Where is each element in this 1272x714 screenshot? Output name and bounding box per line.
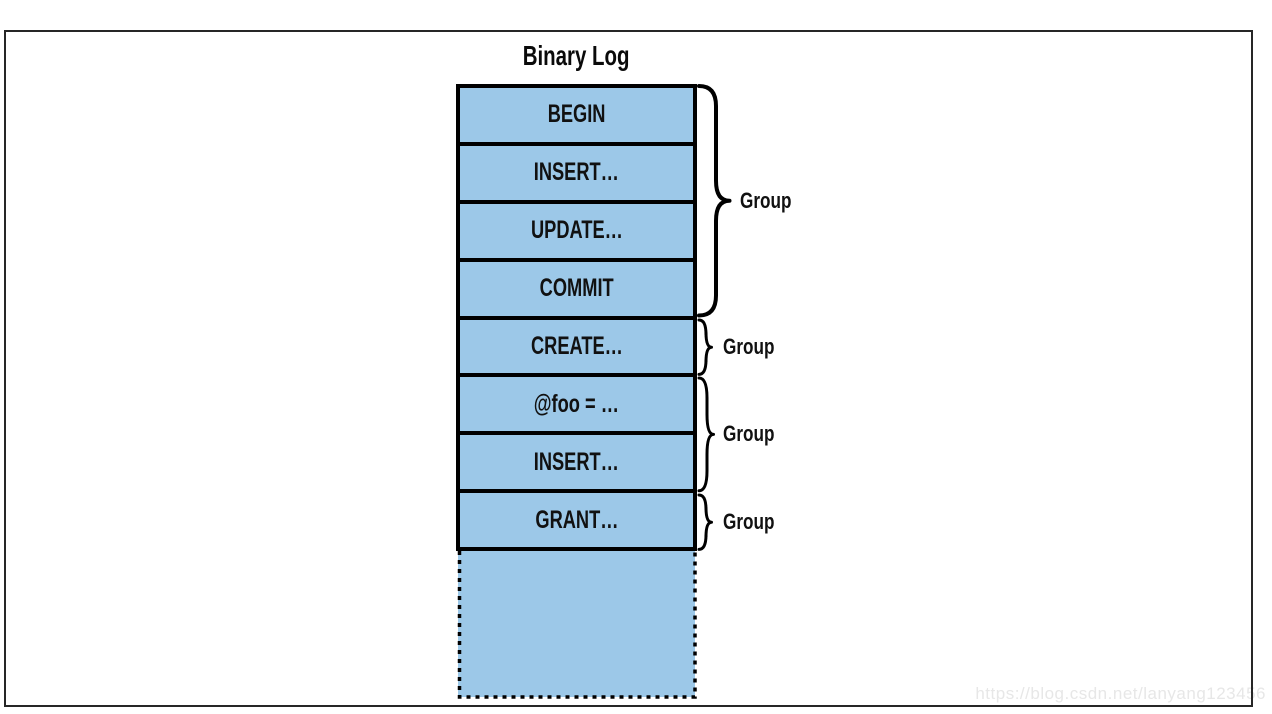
event-box: CREATE… xyxy=(460,320,693,378)
group-brace-path xyxy=(697,376,715,493)
group-label: Group xyxy=(740,185,806,217)
group-label-text: Group xyxy=(740,187,792,213)
open-box-fill xyxy=(458,551,695,697)
event-box: INSERT… xyxy=(460,146,693,204)
watermark: https://blog.csdn.net/lanyang123456 xyxy=(975,684,1266,703)
group-label: Group xyxy=(723,331,789,363)
group-brace xyxy=(697,318,713,376)
group-brace-path xyxy=(697,318,713,376)
event-label: UPDATE… xyxy=(530,216,623,245)
event-box: COMMIT xyxy=(460,262,693,320)
group-label-text: Group xyxy=(723,508,775,534)
event-label: INSERT… xyxy=(533,447,620,476)
group-label: Group xyxy=(723,418,789,450)
group-brace-path xyxy=(697,84,732,318)
event-box: @foo = … xyxy=(460,377,693,436)
event-box: GRANT… xyxy=(460,493,693,547)
event-label: GRANT… xyxy=(534,505,619,534)
group-label-text: Group xyxy=(723,421,775,447)
diagram-title: Binary Log xyxy=(456,40,697,72)
diagram-title-text: Binary Log xyxy=(523,40,630,71)
group-label: Group xyxy=(723,506,789,538)
group-brace xyxy=(697,493,713,551)
event-stack: BEGIN INSERT… UPDATE… COMMIT CREATE… @foo = …… xyxy=(456,84,697,551)
event-box: INSERT… xyxy=(460,435,693,494)
group-brace xyxy=(697,84,732,318)
event-label: BEGIN xyxy=(547,100,606,129)
open-ended-events-box xyxy=(457,551,697,699)
event-label: CREATE… xyxy=(530,331,623,360)
event-box: UPDATE… xyxy=(460,204,693,262)
event-label: INSERT… xyxy=(533,158,620,187)
open-box-dashed-border xyxy=(457,551,697,699)
group-label-text: Group xyxy=(723,333,775,359)
event-label: COMMIT xyxy=(539,274,614,303)
event-label: @foo = … xyxy=(533,389,620,418)
group-brace-path xyxy=(697,493,713,551)
event-box: BEGIN xyxy=(460,88,693,146)
group-brace xyxy=(697,376,715,493)
